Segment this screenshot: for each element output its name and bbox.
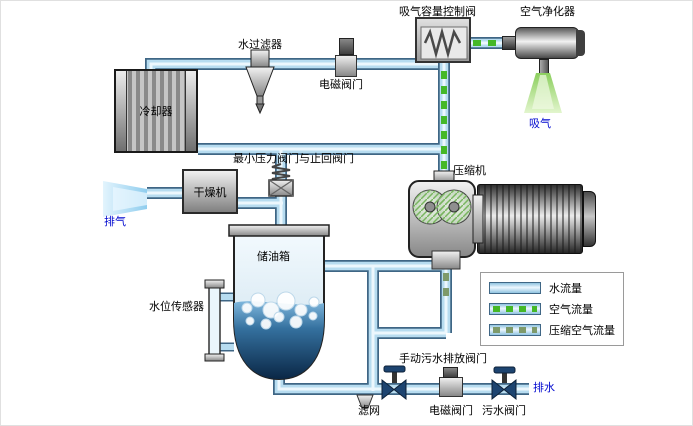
intake-spray (524, 73, 562, 113)
compressor-airend (408, 170, 484, 270)
label-solenoid-valve-top: 电磁阀门 (319, 79, 363, 91)
label-water-filter: 水过滤器 (238, 39, 282, 51)
min-pressure-check-valve (268, 163, 294, 197)
dryer-unit: 干燥机 (182, 169, 238, 214)
legend-label-water: 水流量 (549, 282, 582, 295)
label-water-level-sensor: 水位传感器 (149, 301, 204, 313)
solenoid-valve-top-body (335, 55, 357, 77)
label-exhaust: 排气 (104, 216, 126, 228)
strainer-unit (356, 394, 374, 409)
cooler-unit: 冷却器 (114, 69, 198, 153)
compressor-motor-endcap (583, 191, 596, 247)
legend-bar-water (489, 281, 541, 294)
air-purifier-endcap (576, 30, 585, 56)
dryer-label: 干燥机 (193, 186, 227, 199)
water-filter-unit (245, 49, 275, 115)
legend-box: 水流量 空气流量 压缩空气流量 (480, 272, 624, 346)
control-valve-spring (420, 26, 468, 60)
solenoid-valve-top-coil (339, 38, 354, 55)
label-manual-drain-valve: 手动污水排放阀门 (399, 353, 487, 365)
label-min-pressure-check-valve: 最小压力阀门与止回阀门 (233, 153, 354, 165)
water-level-sensor (204, 279, 225, 362)
air-purifier-unit (515, 27, 579, 59)
solenoid-valve-bottom-coil (443, 367, 458, 378)
label-solenoid-valve-bottom: 电磁阀门 (429, 405, 473, 417)
label-air-purifier: 空气净化器 (520, 6, 575, 18)
legend-bar-air (489, 302, 541, 315)
legend-row-water: 水流量 (489, 280, 623, 296)
label-compressor: 压缩机 (453, 165, 486, 177)
air-purifier-nozzle (502, 36, 516, 50)
label-strainer: 滤网 (358, 405, 380, 417)
foam-bubbles (241, 291, 320, 330)
cooler-right-header (185, 71, 196, 151)
label-sewage-valve: 污水阀门 (482, 405, 526, 417)
label-oil-tank: 储油箱 (257, 251, 290, 263)
legend-row-air: 空气流量 (489, 301, 623, 317)
legend-row-compressed-air: 压缩空气流量 (489, 322, 623, 338)
sewage-valve-unit (491, 366, 517, 401)
legend-bar-compressed-air (489, 324, 541, 337)
oil-tank (228, 224, 330, 381)
legend-label-compressed-air: 压缩空气流量 (549, 325, 615, 338)
cooler-left-header (116, 71, 127, 151)
label-drain: 排水 (533, 382, 555, 394)
cooler-label: 冷却器 (139, 106, 173, 118)
manual-drain-valve (381, 365, 407, 401)
compressor-motor (477, 184, 583, 254)
label-intake-capacity-valve: 吸气容量控制阀 (399, 6, 476, 18)
label-intake: 吸气 (529, 118, 551, 130)
legend-label-air: 空气流量 (549, 303, 593, 316)
exhaust-spray (103, 181, 147, 217)
